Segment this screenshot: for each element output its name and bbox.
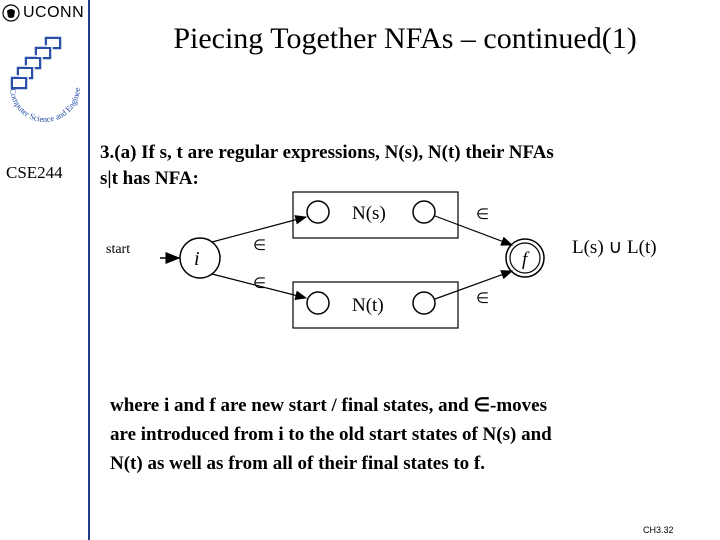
final-state	[505, 238, 545, 278]
epsilon-edge-ns-to-f	[434, 215, 514, 246]
computers-logo-icon: Computer Science and Engineering	[2, 32, 82, 122]
initial-state	[179, 237, 221, 279]
epsilon-label-2: ∈	[253, 276, 266, 292]
upper-old-start-state	[306, 200, 330, 224]
nfa-union-diagram: start i f N(s) N(t) ∈ ∈ ∈ ∈ L(s) ∪ L(t)	[106, 191, 657, 329]
start-label: start	[106, 242, 130, 257]
language-label: L(s) ∪ L(t)	[572, 237, 657, 258]
final-state-label: f	[522, 249, 530, 270]
initial-state-label: i	[194, 248, 200, 270]
epsilon-edge-i-to-nt	[211, 273, 308, 300]
upper-old-final-state	[412, 200, 436, 224]
epsilon-label-1: ∈	[253, 238, 266, 254]
sidebar-divider	[88, 0, 90, 540]
upper-nfa-label: N(s)	[352, 203, 386, 224]
main-point: 3.(a) If s, t are regular expressions, N…	[100, 140, 700, 192]
upper-nfa-box	[292, 191, 459, 239]
explanation-line-2: are introduced from i to the old start s…	[110, 424, 552, 445]
main-point-line-2: s|t has NFA:	[100, 168, 199, 189]
epsilon-edge-i-to-ns	[211, 215, 308, 243]
page-number: CH3.32	[643, 525, 674, 535]
uconn-logo: UCONN	[2, 2, 84, 24]
explanation: where i and f are new start / final stat…	[110, 391, 700, 478]
course-code: CSE244	[6, 163, 63, 182]
lower-nfa-box	[292, 281, 459, 329]
final-state-inner-ring	[509, 242, 541, 274]
lower-old-final-state	[412, 291, 436, 315]
epsilon-label-3: ∈	[476, 207, 489, 223]
main-point-line-1: 3.(a) If s, t are regular expressions, N…	[100, 142, 554, 163]
slide-title: Piecing Together NFAs – continued(1)	[173, 22, 637, 55]
epsilon-label-4: ∈	[476, 291, 489, 307]
lower-old-start-state	[306, 291, 330, 315]
institution-name: UCONN	[23, 4, 85, 21]
explanation-line-1: where i and f are new start / final stat…	[110, 395, 547, 416]
lower-nfa-label: N(t)	[352, 295, 384, 316]
explanation-line-3: N(t) as well as from all of their final …	[110, 453, 486, 474]
epsilon-edge-nt-to-f	[434, 270, 514, 300]
uconn-seal-icon	[2, 4, 20, 22]
